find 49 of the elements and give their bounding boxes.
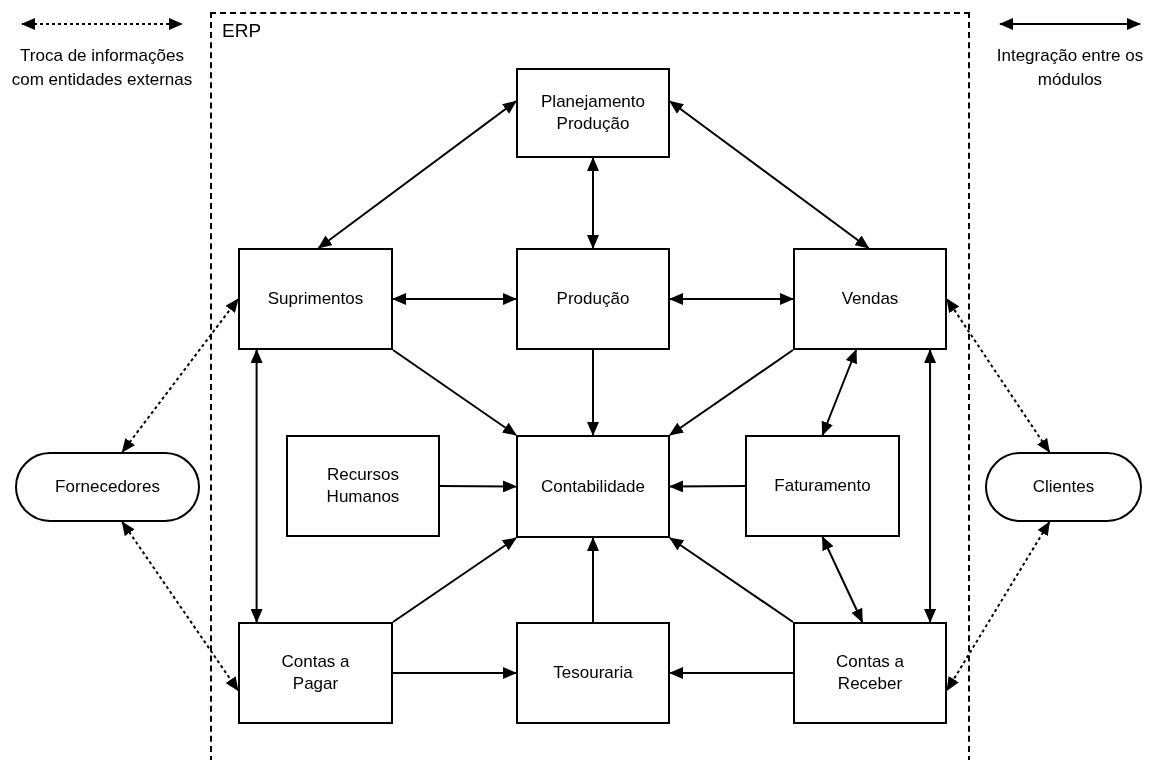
group-title: ERP <box>222 20 262 42</box>
node-label: Planejamento Produção <box>540 91 646 135</box>
arrow <box>587 537 599 623</box>
arrow <box>392 293 517 305</box>
module-box <box>238 622 393 724</box>
arrow <box>669 480 746 493</box>
arrow <box>821 349 858 436</box>
node-label: Contabilidade <box>541 475 645 498</box>
arrow <box>392 537 517 623</box>
arrow <box>669 667 794 679</box>
node-label: Fornecedores <box>55 476 160 498</box>
module-box <box>745 435 900 537</box>
module-box <box>793 248 947 350</box>
node-label: Faturamento <box>774 475 871 497</box>
arrow <box>587 157 599 249</box>
node-label: Contas a Pagar <box>280 651 351 695</box>
dashed-arrow <box>121 521 239 692</box>
legend-text: Troca de informações com entidades externas <box>10 45 194 91</box>
node-label: Clientes <box>1032 476 1095 498</box>
system-boundary <box>210 12 970 760</box>
node-label: Tesouraria <box>553 662 633 684</box>
dashed-arrow <box>946 298 1051 453</box>
node-label: Suprimentos <box>267 288 364 310</box>
module-box <box>516 68 670 158</box>
node-label: Recursos Humanos <box>325 464 401 508</box>
arrow <box>669 100 870 249</box>
arrow <box>924 349 937 623</box>
module-box <box>516 622 670 724</box>
module-box <box>286 435 440 537</box>
module-box <box>238 248 393 350</box>
node-label: Produção <box>556 288 630 310</box>
dashed-arrow <box>121 298 239 453</box>
arrow <box>587 349 599 436</box>
module-box <box>516 435 670 538</box>
arrow <box>392 349 517 436</box>
arrow <box>250 349 263 623</box>
arrow <box>317 100 517 249</box>
arrow <box>821 536 864 623</box>
arrow <box>669 293 794 305</box>
legend-text: Integração entre os módulos <box>995 45 1145 91</box>
arrow <box>669 349 794 436</box>
module-box <box>516 248 670 350</box>
arrow <box>392 667 517 679</box>
dashed-arrow <box>946 521 1051 692</box>
arrow <box>439 480 517 493</box>
node-label: Vendas <box>841 288 899 310</box>
node-label: Contas a Receber <box>834 651 905 695</box>
module-box <box>793 622 947 724</box>
arrow <box>669 537 794 623</box>
